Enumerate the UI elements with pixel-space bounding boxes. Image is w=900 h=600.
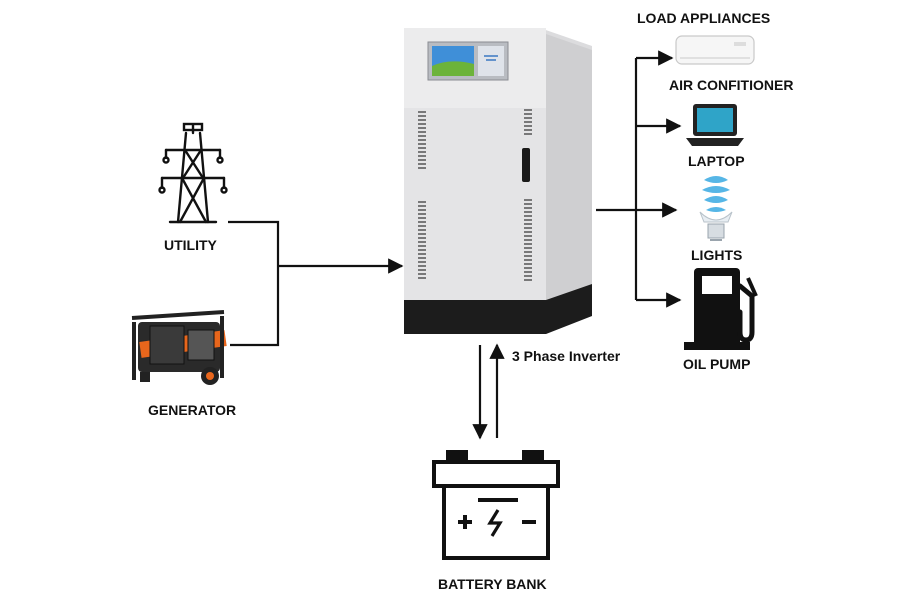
battery-bank-label: BATTERY BANK xyxy=(438,576,547,592)
power-tower-icon xyxy=(158,122,228,224)
fuel-pump-icon xyxy=(684,268,758,350)
generator-label: GENERATOR xyxy=(148,402,237,418)
light-bulb-icon xyxy=(699,176,733,241)
inverter-cabinet xyxy=(404,28,592,334)
left-vents xyxy=(418,111,426,279)
oil-pump-label: OIL PUMP xyxy=(683,356,751,372)
generator-icon xyxy=(131,310,227,385)
battery-connectors xyxy=(472,343,505,440)
cabinet-handle xyxy=(522,148,530,182)
air-conditioner-icon xyxy=(675,35,755,65)
input-connectors xyxy=(228,220,404,347)
load-appliances-title: LOAD APPLIANCES xyxy=(637,10,771,26)
battery-icon xyxy=(432,450,560,560)
right-vents xyxy=(524,109,532,281)
air-conditioner-label: AIR CONFITIONER xyxy=(669,77,794,93)
utility-label: UTILITY xyxy=(164,237,217,253)
inverter-label: 3 Phase Inverter xyxy=(512,348,621,364)
laptop-icon xyxy=(686,104,744,146)
lights-label: LIGHTS xyxy=(691,247,743,263)
output-connectors xyxy=(596,50,682,308)
laptop-label: LAPTOP xyxy=(688,153,745,169)
